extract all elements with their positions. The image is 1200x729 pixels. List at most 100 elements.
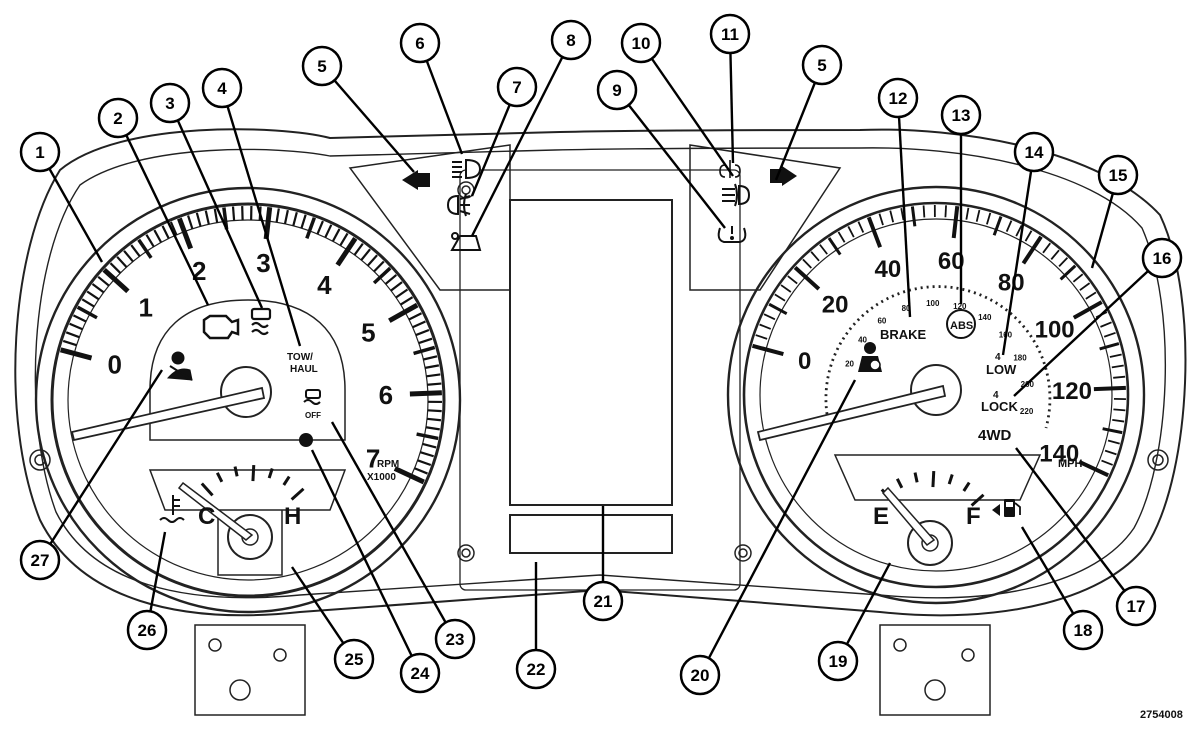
callout-1: 1 (19, 131, 61, 173)
fuel-door-arrow-icon (992, 504, 1000, 516)
tach-tick (231, 206, 236, 221)
callout-number: 11 (721, 25, 739, 44)
tach-tick (72, 314, 87, 323)
callout-25: 25 (333, 638, 375, 680)
callout-number: 7 (512, 78, 521, 97)
tach-tick (339, 232, 349, 247)
tach-tick (153, 229, 163, 243)
tach-tick (393, 466, 425, 485)
speed-tick (992, 215, 1003, 236)
callout-number: 3 (165, 94, 174, 113)
speed-tick (922, 205, 926, 218)
callout-10: 10 (620, 22, 662, 64)
small-gauge-tick (895, 478, 904, 489)
tach-tick (59, 347, 93, 361)
headlamp-on-icon (719, 160, 741, 178)
high-beam-icon (452, 158, 482, 180)
tach-tick (409, 390, 442, 397)
small-gauge-tick (251, 465, 256, 482)
callout-9: 9 (596, 69, 638, 111)
speed-tick (787, 275, 798, 285)
callout-19: 19 (817, 640, 859, 682)
tach-tick (116, 256, 128, 268)
callout-7: 7 (496, 66, 538, 108)
tach-tick (426, 373, 441, 378)
callout-22: 22 (515, 648, 557, 690)
callout-4: 4 (201, 67, 243, 109)
callout-number: 2 (113, 109, 122, 128)
mph-number: 0 (798, 348, 811, 375)
callout-number: 22 (527, 660, 546, 679)
tach-tick (373, 260, 385, 273)
callout-number: 6 (415, 34, 424, 53)
left-indicator-pod (402, 158, 482, 251)
callout-18: 18 (1062, 609, 1104, 651)
tach-tick (145, 234, 155, 248)
leader-line (321, 65, 415, 173)
kmh-number: 220 (1020, 407, 1034, 416)
speed-tick (774, 293, 786, 302)
esp-off-label: OFF (305, 411, 321, 420)
tow-haul-line1: TOW/ (287, 352, 313, 363)
callout-21: 21 (582, 580, 624, 622)
callout-number: 10 (632, 34, 651, 53)
speed-tick (1103, 331, 1116, 338)
leader-line (38, 369, 164, 561)
kmh-number: 20 (845, 360, 854, 369)
kmh-number: 40 (858, 336, 867, 345)
speed-tick (1111, 364, 1124, 369)
leader-line (1013, 257, 1163, 397)
leader-line (38, 151, 104, 263)
kmh-number: 140 (978, 313, 992, 322)
speed-tick (1085, 291, 1097, 300)
tach-tick (395, 288, 409, 299)
callout-3: 3 (149, 82, 191, 124)
callout-6: 6 (399, 22, 441, 64)
speed-tick (1058, 257, 1069, 268)
tach-tick (69, 322, 83, 331)
callout-number: 20 (691, 666, 710, 685)
speed-tick (1072, 273, 1084, 283)
tach-tick (65, 331, 80, 339)
tach-tick (419, 451, 434, 458)
4-lock-label: LOCK (981, 399, 1018, 414)
callout-number: 24 (411, 664, 430, 683)
seatbelt-icon (167, 351, 193, 381)
callout-8: 8 (550, 19, 592, 61)
tach-tick (427, 409, 442, 413)
speed-tick (975, 209, 981, 222)
speed-tick (866, 216, 882, 248)
speed-tick (1100, 321, 1112, 328)
leader-line (116, 117, 210, 306)
callout-26: 26 (126, 609, 168, 651)
temp-gauge-ticks (200, 465, 305, 501)
rpm-multiplier: X1000 (367, 472, 396, 483)
tach-tick (102, 267, 130, 294)
speed-tick (965, 207, 970, 220)
tach-tick (204, 210, 210, 225)
tach-tick (417, 459, 432, 467)
callout-number: 12 (889, 89, 908, 108)
tach-tick (305, 217, 316, 239)
callout-number: 9 (612, 81, 621, 100)
fog-lamp-icon (446, 193, 471, 217)
small-gauge-tick (913, 472, 919, 483)
speed-tick (768, 302, 788, 316)
kmh-number: 100 (926, 299, 940, 308)
tach-tick (195, 212, 202, 227)
speed-tick (1072, 300, 1103, 320)
tach-tick (384, 274, 398, 285)
temp-hot-label: H (284, 503, 301, 530)
tach-number: 2 (192, 256, 206, 286)
fuel-empty-label: E (873, 503, 889, 530)
tach-tick (316, 220, 324, 235)
trailer-tow-icon (450, 232, 482, 251)
tach-tick (137, 238, 153, 259)
tach-tick (213, 208, 219, 223)
tach-tick (422, 442, 437, 449)
callout-number: 21 (594, 592, 613, 611)
tach-number: 0 (107, 349, 121, 379)
